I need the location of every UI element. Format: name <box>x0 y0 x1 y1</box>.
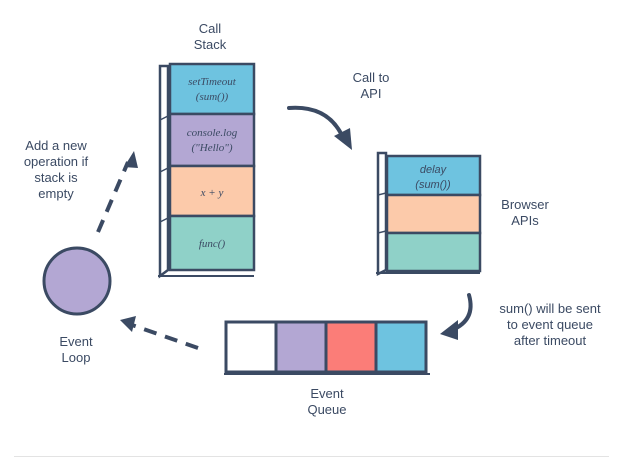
browser-api-cell-text: delay <box>420 164 448 176</box>
call-stack-label: Call Stack <box>193 21 227 52</box>
call-to-api-label: Call to API <box>352 70 390 101</box>
browser-api-cell-empty <box>385 193 482 235</box>
bottom-divider <box>14 456 609 457</box>
browser-api-cell-text: (sum()) <box>415 179 451 191</box>
queue-to-loop-arrow <box>131 323 199 350</box>
event-queue-label: Event Queue <box>307 386 347 417</box>
call-stack-cell-text: setTimeout <box>188 76 237 88</box>
call-stack-cell-text: console.log <box>187 127 238 139</box>
event-loop-label: Event Loop <box>59 334 93 365</box>
call-stack-cell-setTimeout <box>168 62 256 116</box>
event-queue-cell <box>274 320 328 374</box>
browser-apis-stack: delay (sum()) <box>376 151 482 277</box>
event-queue-cell <box>224 320 278 374</box>
event-loop-circle <box>42 246 112 316</box>
loop-to-stack-arrow <box>96 161 130 233</box>
call-stack: setTimeout (sum()) console.log ("Hello")… <box>158 62 256 279</box>
sum-sent-label: sum() will be sent to event queue after … <box>499 301 601 348</box>
api-to-queue-arrowhead <box>440 320 458 340</box>
browser-apis-depth <box>376 151 388 277</box>
loop-to-stack-arrowhead <box>124 151 138 168</box>
event-queue <box>224 320 430 375</box>
event-queue-cell <box>374 320 428 374</box>
call-stack-cell-text: x + y <box>200 187 224 199</box>
browser-api-cell-delay <box>385 154 482 197</box>
event-queue-cell <box>324 320 378 374</box>
call-stack-cell-console-log <box>168 112 256 168</box>
browser-apis-label: Browser APIs <box>501 197 549 228</box>
call-stack-cell-text: ("Hello") <box>191 142 232 154</box>
call-stack-cell-text: func() <box>199 238 226 250</box>
queue-to-loop-arrowhead <box>120 316 136 332</box>
call-stack-cell-func <box>168 214 256 272</box>
call-to-api-arrowhead <box>334 128 352 150</box>
browser-api-cell-empty <box>385 231 482 273</box>
add-new-operation-label: Add a new operation if stack is empty <box>23 138 89 201</box>
call-stack-cell-text: (sum()) <box>196 91 229 103</box>
